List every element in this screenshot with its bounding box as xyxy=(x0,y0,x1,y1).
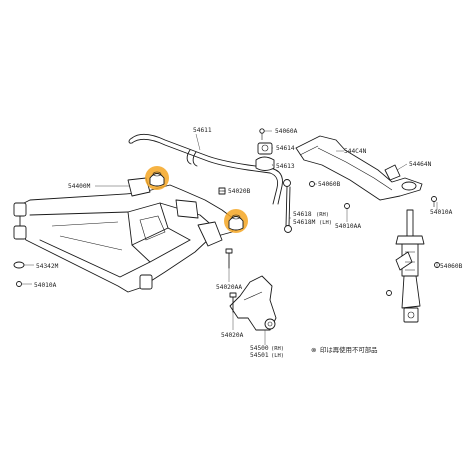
label-arm-lh: (LH) xyxy=(271,353,284,359)
label-bushing: 54614 xyxy=(276,145,295,152)
label-bolt-aa: 54010AA xyxy=(335,223,361,230)
label-bolt-c: 54060B xyxy=(318,181,341,188)
member-stay[interactable] xyxy=(295,135,423,201)
highlighted-mount-left[interactable] xyxy=(145,166,169,190)
highlighted-mount-right[interactable] xyxy=(224,209,248,233)
stabilizer-clamp[interactable] xyxy=(255,156,275,171)
label-arm-rh-code: 54500 xyxy=(250,345,269,352)
label-rh: (RH) xyxy=(316,212,329,218)
arm-bolt-020a[interactable] xyxy=(229,292,237,313)
bolt-left[interactable] xyxy=(16,281,22,287)
label-link-lh: 54618M xyxy=(293,219,316,226)
stay-bracket[interactable] xyxy=(384,164,401,181)
label-crossmember: 54400M xyxy=(68,183,91,190)
label-arm-rh: (RH) xyxy=(271,346,284,352)
label-link-rh: 54618 xyxy=(293,211,312,218)
label-lh: (LH) xyxy=(319,220,332,226)
label-stay-bracket: 54464N xyxy=(409,161,432,168)
footnote-text: 印は再使用不可部品 xyxy=(320,345,378,354)
lower-arm[interactable] xyxy=(229,275,277,331)
arm-bolt-020aa[interactable] xyxy=(225,248,233,269)
stay-bolt-a[interactable] xyxy=(431,196,437,208)
label-strut-bolt: 54060B xyxy=(440,263,463,270)
label-bolt-b: 54020B xyxy=(228,188,251,195)
label-member-stay: 544C4N xyxy=(344,148,367,155)
label-bolt-020a: 54020A xyxy=(221,332,244,339)
footnote-symbol: ⊗ xyxy=(311,346,316,354)
label-bolt-a-left: 54010A xyxy=(34,282,57,289)
stabilizer-link[interactable] xyxy=(283,179,292,233)
strut-assembly[interactable] xyxy=(395,209,425,323)
crossmember[interactable] xyxy=(13,177,239,293)
label-clamp: 54613 xyxy=(276,163,295,170)
stay-bolt-c[interactable] xyxy=(309,181,315,187)
label-arm-lh-code: 54501 xyxy=(250,352,269,359)
stay-bolt-aa[interactable] xyxy=(344,203,350,209)
label-insulator: 54342M xyxy=(36,263,59,270)
label-stabilizer-bar: 54611 xyxy=(193,127,212,134)
strut-lower-bolt[interactable] xyxy=(386,290,392,296)
label-bolt-020aa: 54020AA xyxy=(216,284,242,291)
bracket-bolt[interactable] xyxy=(259,128,265,140)
stabilizer-bushing[interactable] xyxy=(257,142,273,155)
leader-lines xyxy=(22,130,438,345)
label-bolt-a-right: 54010A xyxy=(430,209,453,216)
label-bracket-bolt: 54060A xyxy=(275,128,298,135)
insulator[interactable] xyxy=(13,261,25,269)
